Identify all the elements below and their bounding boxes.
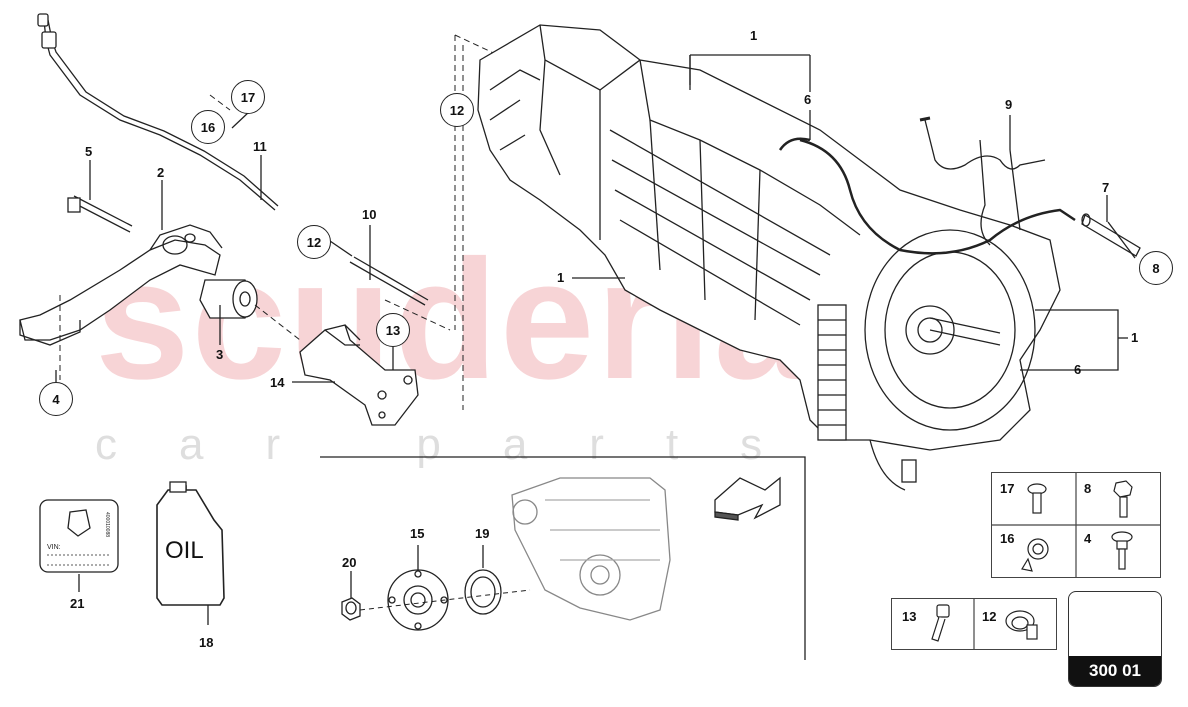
hw-num-16[interactable]: 16 <box>1000 531 1015 546</box>
socket-screw-icon <box>931 604 950 642</box>
label-21[interactable]: 21 <box>70 596 85 611</box>
id-plate-vin: VIN: <box>47 544 61 551</box>
breather-hose-shape <box>43 19 276 211</box>
hardware-small: 13 12 <box>891 598 1057 650</box>
callout-4[interactable]: 4 <box>39 382 73 416</box>
label-3[interactable]: 3 <box>216 347 224 362</box>
callout-16[interactable]: 16 <box>191 110 225 144</box>
label-5[interactable]: 5 <box>85 144 93 159</box>
hw-num-17[interactable]: 17 <box>1000 481 1015 496</box>
hw-num-12[interactable]: 12 <box>982 609 997 624</box>
callout-12[interactable]: 12 <box>297 225 331 259</box>
watermark-subtitle: car parts <box>95 420 825 469</box>
hardware-grid: 17 8 16 4 <box>991 472 1161 578</box>
hw-num-13[interactable]: 13 <box>902 609 917 624</box>
label-6-top[interactable]: 6 <box>804 92 812 107</box>
callout-17[interactable]: 17 <box>231 80 265 114</box>
label-18[interactable]: 18 <box>199 635 214 650</box>
label-2[interactable]: 2 <box>157 165 165 180</box>
label-11[interactable]: 11 <box>253 139 267 154</box>
label-9[interactable]: 9 <box>1005 97 1013 112</box>
label-14[interactable]: 14 <box>270 375 285 390</box>
hw-num-4[interactable]: 4 <box>1084 531 1092 546</box>
cable-clip-icon <box>1021 538 1049 572</box>
id-plate-code: 400010088 <box>104 512 110 538</box>
page-tag[interactable]: 300 01 <box>1068 591 1162 687</box>
oil-bottle-label: OIL <box>165 537 204 564</box>
label-7[interactable]: 7 <box>1102 180 1110 195</box>
screw-flange-icon <box>1027 483 1047 514</box>
callout-8[interactable]: 8 <box>1139 251 1173 285</box>
hose-clamp-icon <box>1005 610 1038 640</box>
label-1-right[interactable]: 1 <box>1131 330 1139 345</box>
label-6-right[interactable]: 6 <box>1074 362 1082 377</box>
callout-13[interactable]: 13 <box>376 313 410 347</box>
label-20[interactable]: 20 <box>342 555 357 570</box>
hw-num-8[interactable]: 8 <box>1084 481 1092 496</box>
bolt-flange-icon <box>1111 531 1133 570</box>
bolt-hex-icon <box>1113 480 1133 518</box>
label-1-top[interactable]: 1 <box>750 28 758 43</box>
callout-12-top[interactable]: 12 <box>440 93 474 127</box>
label-19[interactable]: 19 <box>475 526 490 541</box>
label-15[interactable]: 15 <box>410 526 425 541</box>
label-10[interactable]: 10 <box>362 207 377 222</box>
label-1-left[interactable]: 1 <box>557 270 565 285</box>
page-code: 300 01 <box>1069 656 1161 686</box>
